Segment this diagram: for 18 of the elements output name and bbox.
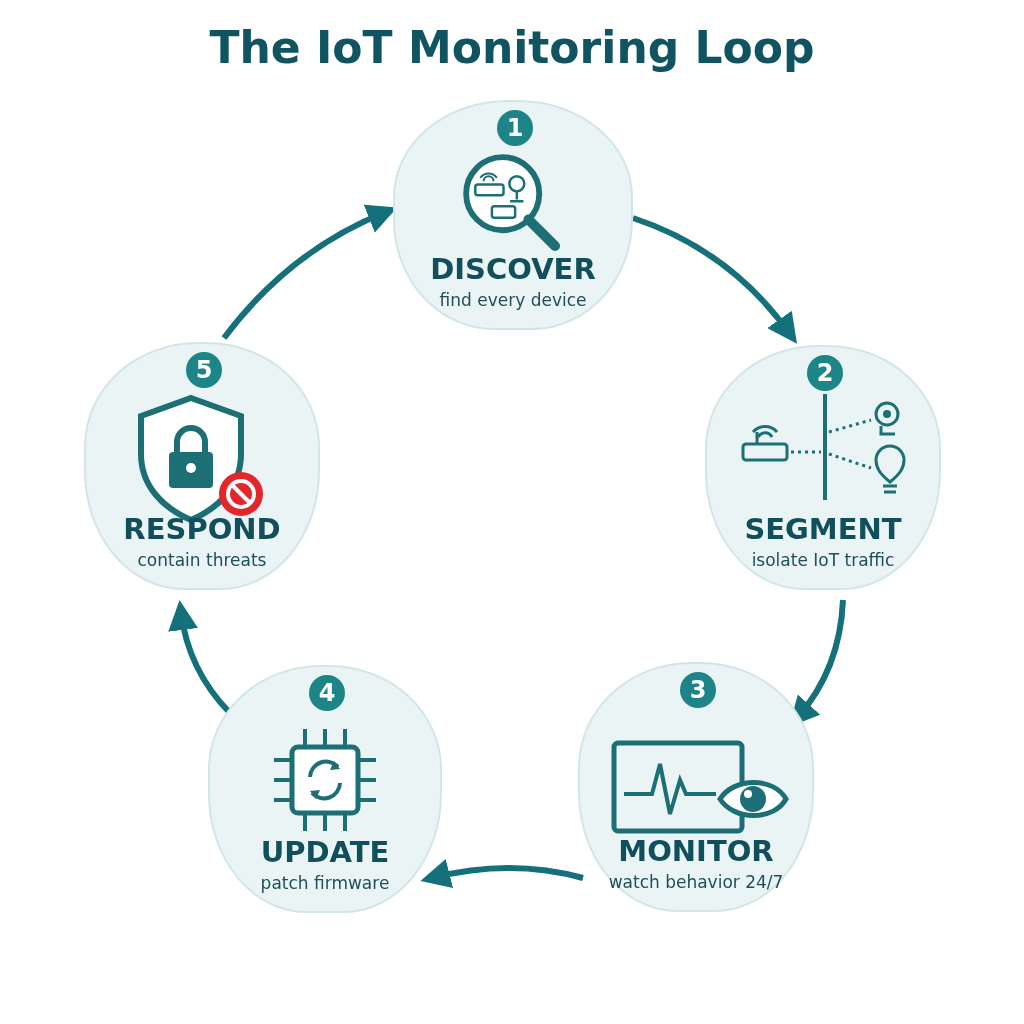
- curved-arrow: [420, 859, 584, 889]
- diagram-title: The IoT Monitoring Loop: [208, 22, 816, 73]
- step-title: MONITOR: [617, 834, 775, 868]
- step-number-badge: 2: [807, 355, 843, 391]
- step-caption: contain threats: [136, 550, 268, 570]
- curved-arrow: [632, 215, 798, 344]
- step-number-badge: 3: [680, 672, 716, 708]
- step-number-badge: 1: [497, 110, 533, 146]
- step-title: DISCOVER: [429, 252, 597, 286]
- step-number-badge: 5: [186, 352, 222, 388]
- step-caption: isolate IoT traffic: [750, 550, 896, 570]
- step-caption: find every device: [438, 290, 588, 310]
- step-title: SEGMENT: [743, 512, 903, 546]
- step-caption: watch behavior 24/7: [607, 872, 785, 892]
- step-caption: patch firmware: [259, 873, 391, 893]
- step-number-badge: 4: [309, 675, 345, 711]
- step-title: UPDATE: [259, 835, 391, 869]
- step-title: RESPOND: [122, 512, 282, 546]
